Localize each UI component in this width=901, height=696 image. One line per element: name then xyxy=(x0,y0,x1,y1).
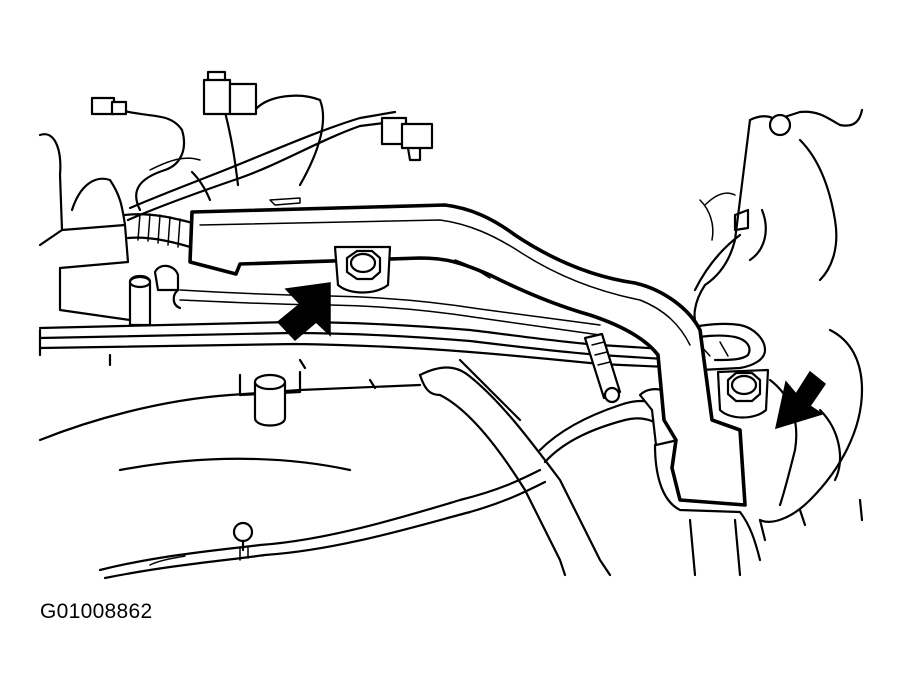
lower-cable xyxy=(98,468,547,580)
connector-plug-3 xyxy=(380,116,434,162)
pipes-lower xyxy=(38,288,692,370)
drain-plug xyxy=(253,373,287,427)
engine-component-illustration xyxy=(38,70,864,580)
right-housing xyxy=(693,108,864,542)
tube-bundle-right xyxy=(678,322,767,372)
pipe-stub-left xyxy=(128,264,180,327)
bracket-clip xyxy=(583,332,622,404)
large-hose xyxy=(418,366,612,577)
wiring-harness xyxy=(118,94,397,252)
engine-lower-body xyxy=(38,353,522,472)
bolt-right xyxy=(716,368,770,419)
engine-block-left xyxy=(38,133,132,357)
bolt-left xyxy=(333,245,392,294)
connector-plug-2 xyxy=(202,70,258,116)
arrow-pointer-icon xyxy=(774,370,827,430)
heat-shield-cover xyxy=(188,197,747,507)
connector-plug-1 xyxy=(90,96,128,116)
figure-id-label: G01008862 xyxy=(40,600,153,623)
arrow-pointer-icon xyxy=(276,282,331,342)
